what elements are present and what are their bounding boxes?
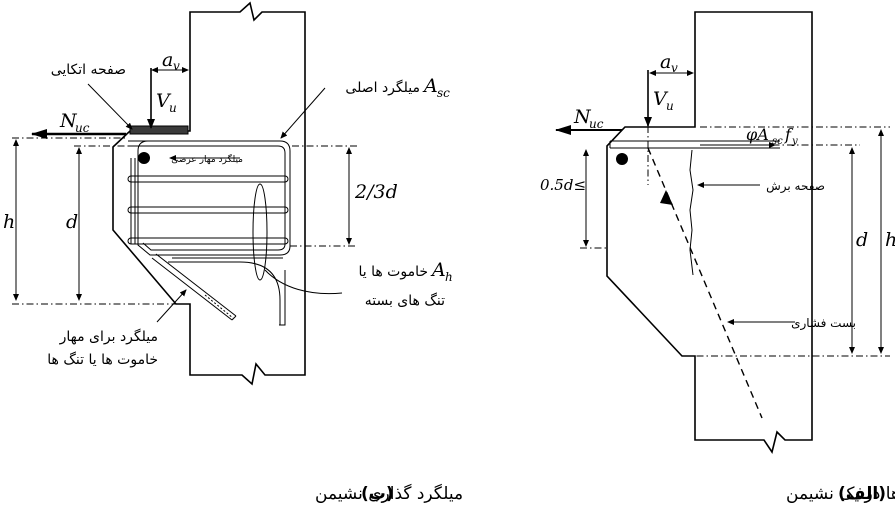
force-tail: f [784,125,794,144]
anchor-bar-label-1: میلگرد برای مهار [59,328,158,345]
main-bar-leader [280,87,326,139]
stirrup-symbol: A [430,259,446,281]
left-column-outline [112,1,306,386]
left-vu-sub: u [169,101,177,115]
right-column-outline [606,11,813,454]
right-nuc-label: N [573,106,592,128]
right-vu-sub: u [666,99,674,113]
right-vu-label: V [653,88,669,110]
force-sub: sc [772,136,783,147]
right-caption-tag: (الف) [838,484,886,504]
transverse-anchor-label: میلگرد مهار عرضی [171,153,243,165]
right-corbel-figure: صفحه برش بست فشاری φA sc f y 0.5d≤ a v V… [540,11,895,504]
left-nuc-label: N [59,110,78,132]
left-nuc-sub: uc [75,121,90,135]
right-d-label: d [856,229,868,251]
main-bar-label: میلگرد اصلی [345,79,420,96]
transverse-anchor-dot [138,152,150,164]
bearing-plate-leader [87,83,133,130]
two-thirds-d-label: 2/3d [354,181,398,203]
shear-plane-label: صفحه برش [766,179,825,194]
compression-strut [647,147,763,419]
left-caption-text: میلگرد گذاری نشیمن [315,483,463,504]
left-av-sub: v [173,59,180,73]
left-av-label: a [162,49,173,71]
inclined-anchor-bar [151,253,286,326]
stirrups-label-2: تنگ های بسته [365,292,445,309]
right-av-sub: v [671,61,678,75]
stirrup-leader [264,269,343,295]
main-bar-symbol-sub: sc [437,86,450,100]
shear-plane-line [689,149,694,276]
anchor-bar-leader [156,289,187,323]
right-caption-text: انواع تلاش‌ها در یک نشیمن [786,484,895,504]
right-nuc-sub: uc [589,117,604,131]
stirrup-symbol-sub: h [445,270,453,284]
force-label: φA [746,125,769,144]
main-bar-loop [128,140,291,256]
bearing-plate-label: صفحه اتکایی [51,62,126,78]
main-bar-symbol: A [422,75,438,97]
right-av-label: a [660,51,671,73]
stirrups-label-1: خاموت ها یا [358,264,428,280]
left-caption-tag: (ب) [361,484,394,504]
right-anchor-dot [616,153,628,165]
half-d-label: 0.5d≤ [540,176,586,194]
anchor-bar-label-2: خاموت ها یا تنگ ها [47,351,158,368]
stirrup-ellipse [252,183,268,281]
left-d-label: d [66,211,78,233]
force-tail-sub: y [791,136,798,147]
bearing-plate-shape [129,125,189,135]
strut-label: بست فشاری [791,316,856,331]
left-vu-label: V [156,90,172,112]
left-corbel-figure: صفحه اتکایی میلگرد اصلی A sc میلگرد مهار… [3,1,463,504]
right-h-label: h [885,229,895,251]
stirrups [127,158,289,245]
left-h-label: h [3,211,15,233]
strut-arrowhead [660,190,673,205]
